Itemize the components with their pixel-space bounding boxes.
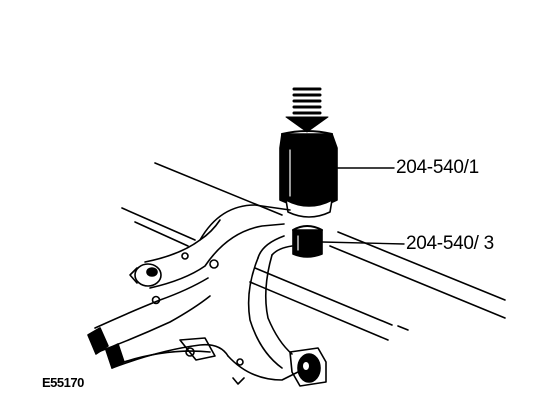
press-tool-lower bbox=[292, 225, 323, 258]
leader-lines bbox=[321, 167, 405, 245]
callout-label-lower-tool: 204-540/ 3 bbox=[406, 233, 494, 254]
callout-label-upper-tool: 204-540/1 bbox=[396, 157, 479, 178]
force-arrow bbox=[285, 87, 329, 133]
press-tool-upper bbox=[279, 130, 338, 218]
figure-id-code: E55170 bbox=[42, 375, 84, 390]
lower-control-arm bbox=[87, 204, 327, 387]
